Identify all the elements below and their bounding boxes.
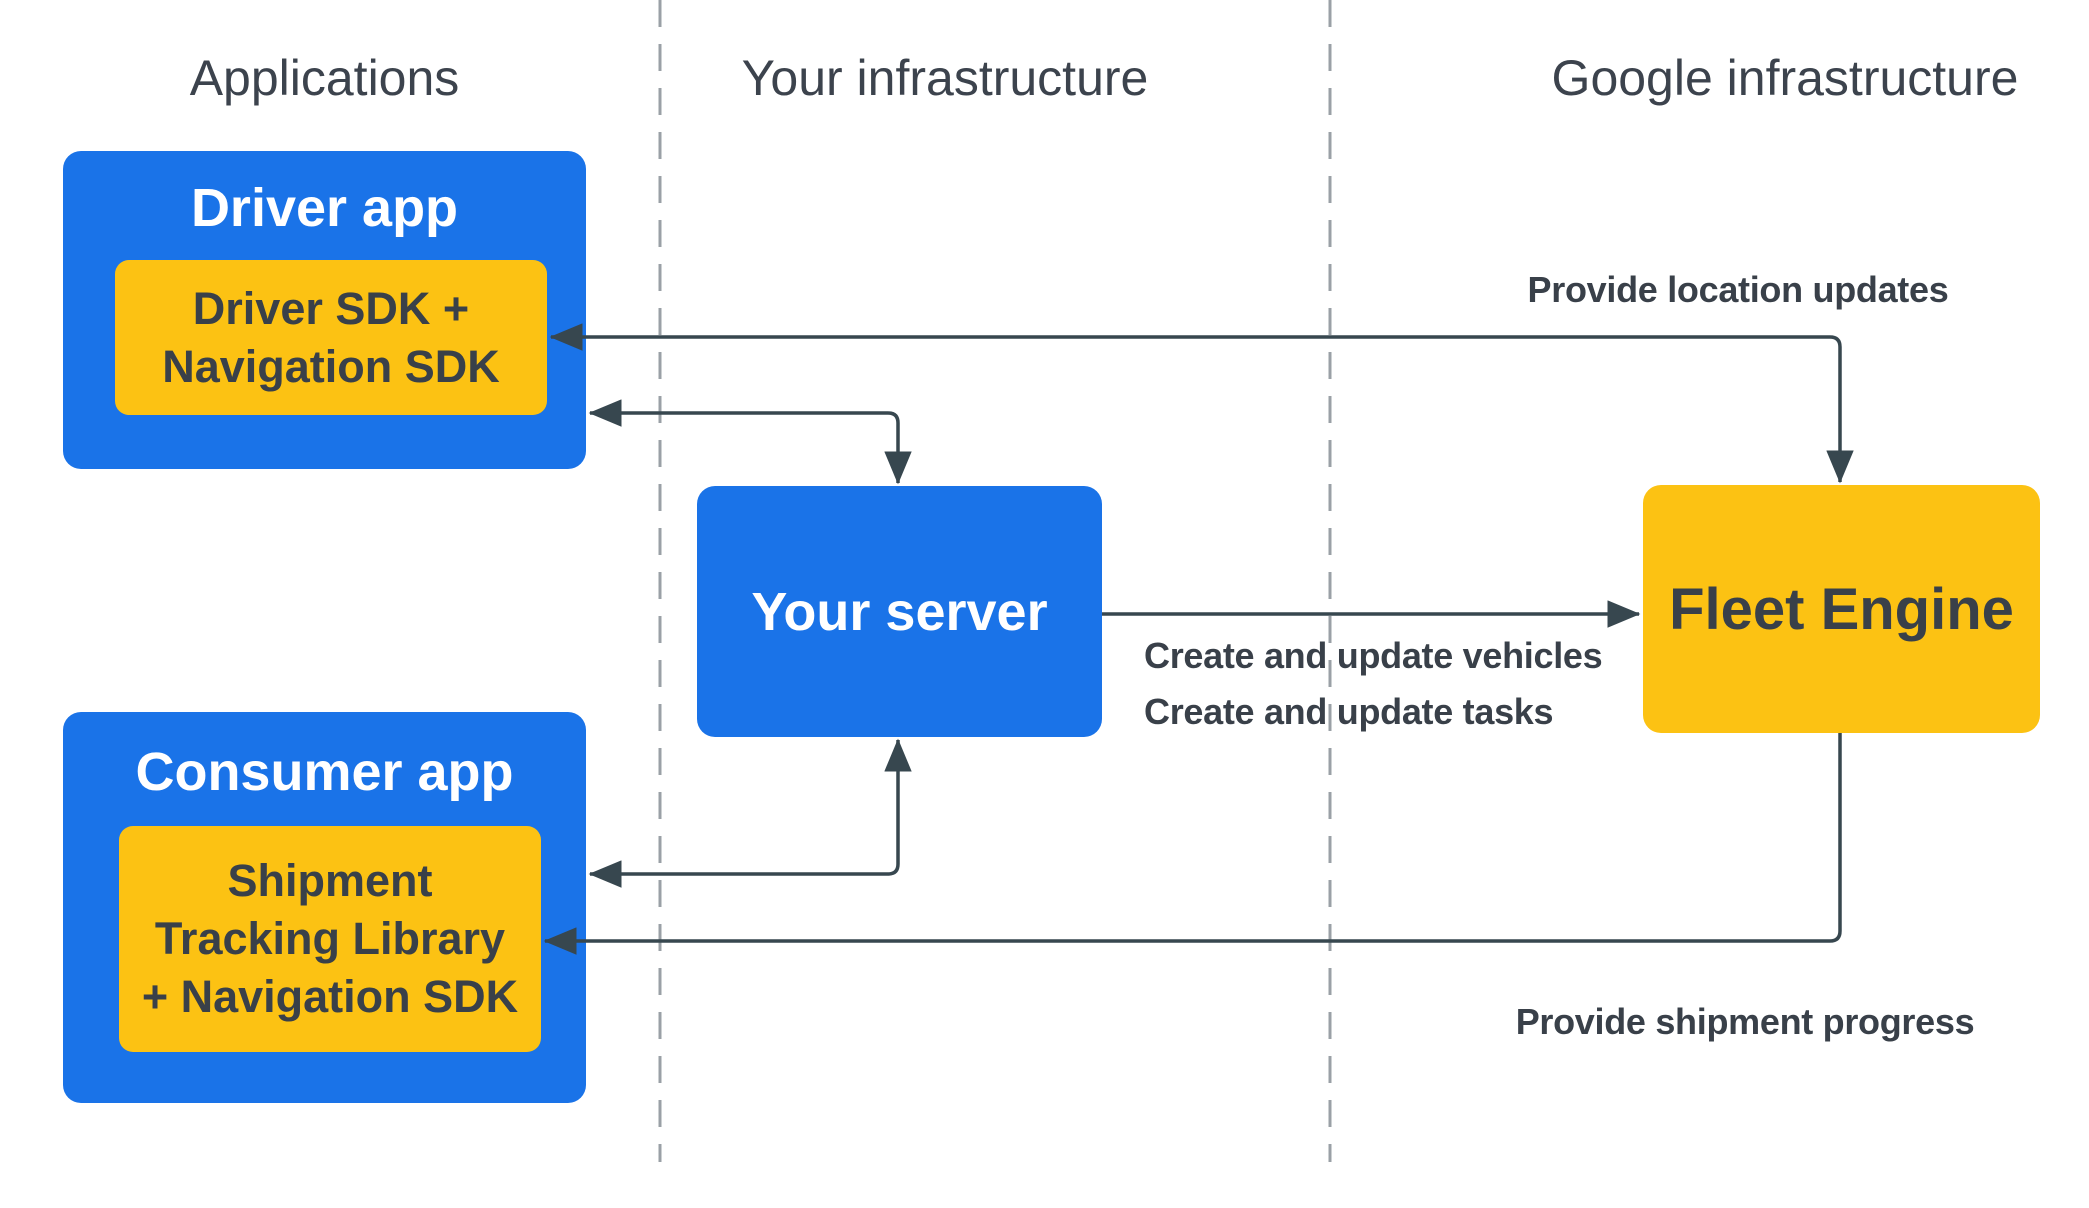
edge-shipment-progress — [543, 733, 1842, 955]
driver-app-title: Driver app — [190, 178, 459, 238]
column-header-your-infrastructure: Your infrastructure — [741, 50, 1149, 106]
driver-sdk-node: Driver SDK + Navigation SDK — [115, 260, 547, 415]
fleet-engine-title: Fleet Engine — [1669, 576, 2014, 642]
edge-driver-app-your-server — [588, 399, 912, 485]
edge-label-location-updates: Provide location updates — [1527, 269, 1949, 310]
shipment-tracking-library-node: Shipment Tracking Library + Navigation S… — [119, 826, 541, 1052]
column-header-google-infrastructure: Google infrastructure — [1551, 50, 2019, 106]
edge-label-shipment-progress: Provide shipment progress — [1515, 1001, 1975, 1042]
edge-label-create-update: Create and update vehicles Create and up… — [1144, 635, 1603, 732]
your-server-node: Your server — [697, 486, 1102, 737]
edge-consumer-app-your-server — [588, 738, 912, 888]
fleet-engine-node: Fleet Engine — [1643, 485, 2040, 733]
consumer-app-title: Consumer app — [135, 742, 514, 802]
your-server-title: Your server — [751, 581, 1048, 642]
edge-location-updates — [549, 323, 1854, 484]
column-header-applications: Applications — [189, 50, 460, 106]
